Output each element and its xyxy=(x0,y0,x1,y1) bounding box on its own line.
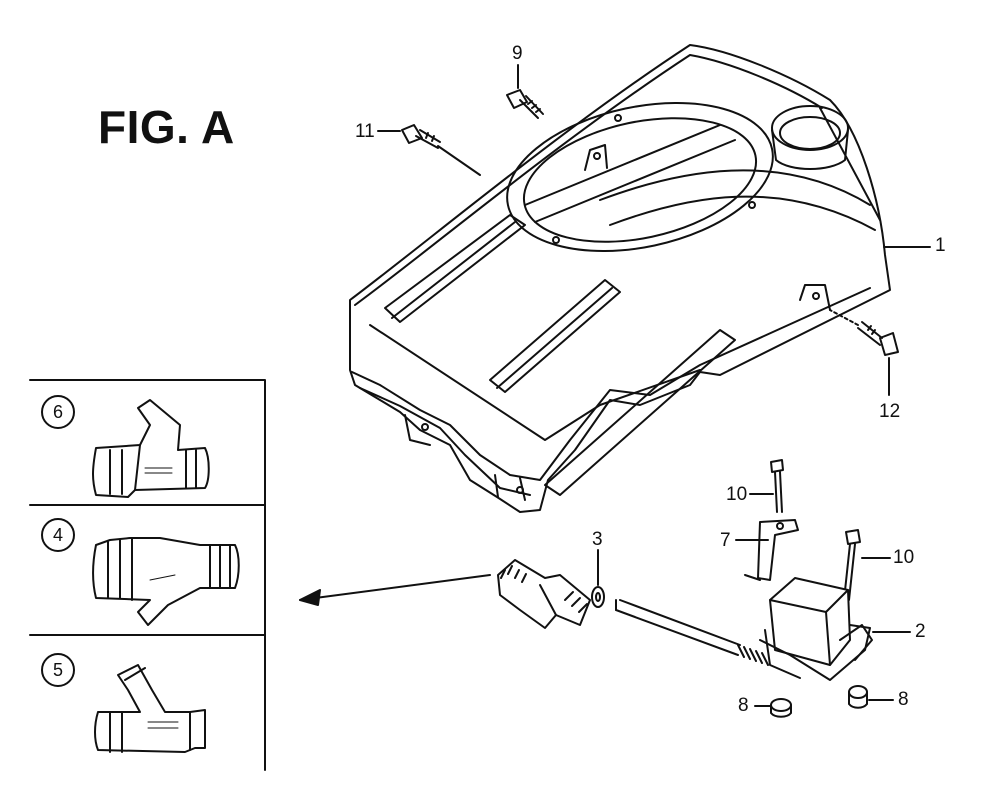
callout-7: 7 xyxy=(720,530,731,551)
nut-part-8-left xyxy=(770,698,792,718)
bolt-part-10-right xyxy=(843,529,861,601)
bracket-part-7 xyxy=(744,519,799,581)
nut-part-8-right xyxy=(848,685,868,709)
figure-title: FIG. A xyxy=(98,101,235,153)
injector-variant-4 xyxy=(92,537,240,626)
washer-part-3 xyxy=(591,586,605,608)
callout-2: 2 xyxy=(915,621,926,642)
bolt-part-10-upper xyxy=(770,459,784,513)
callout-12: 12 xyxy=(879,401,901,422)
callout-3: 3 xyxy=(592,529,603,550)
bolt-part-9 xyxy=(506,89,544,119)
fuel-injector xyxy=(497,559,591,629)
injector-variant-6 xyxy=(92,399,210,498)
fan-cover-part xyxy=(349,44,891,513)
pointer-arrow xyxy=(299,574,491,606)
callout-1: 1 xyxy=(935,235,946,256)
inset-label-5: 5 xyxy=(41,653,75,687)
callout-11: 11 xyxy=(355,121,375,142)
callout-9: 9 xyxy=(512,43,523,64)
inset-label-4: 4 xyxy=(41,518,75,552)
inset-label-6: 6 xyxy=(41,395,75,429)
callout-8-left: 8 xyxy=(738,695,749,716)
callout-10-upper: 10 xyxy=(726,484,748,505)
callout-10-right: 10 xyxy=(893,547,915,568)
bolt-part-11 xyxy=(401,124,481,176)
injector-variants-inset xyxy=(29,379,266,771)
solenoid-part-2 xyxy=(615,577,873,681)
injector-variant-5 xyxy=(94,664,206,753)
callout-8-right: 8 xyxy=(898,689,909,710)
bolt-part-12 xyxy=(829,309,899,356)
